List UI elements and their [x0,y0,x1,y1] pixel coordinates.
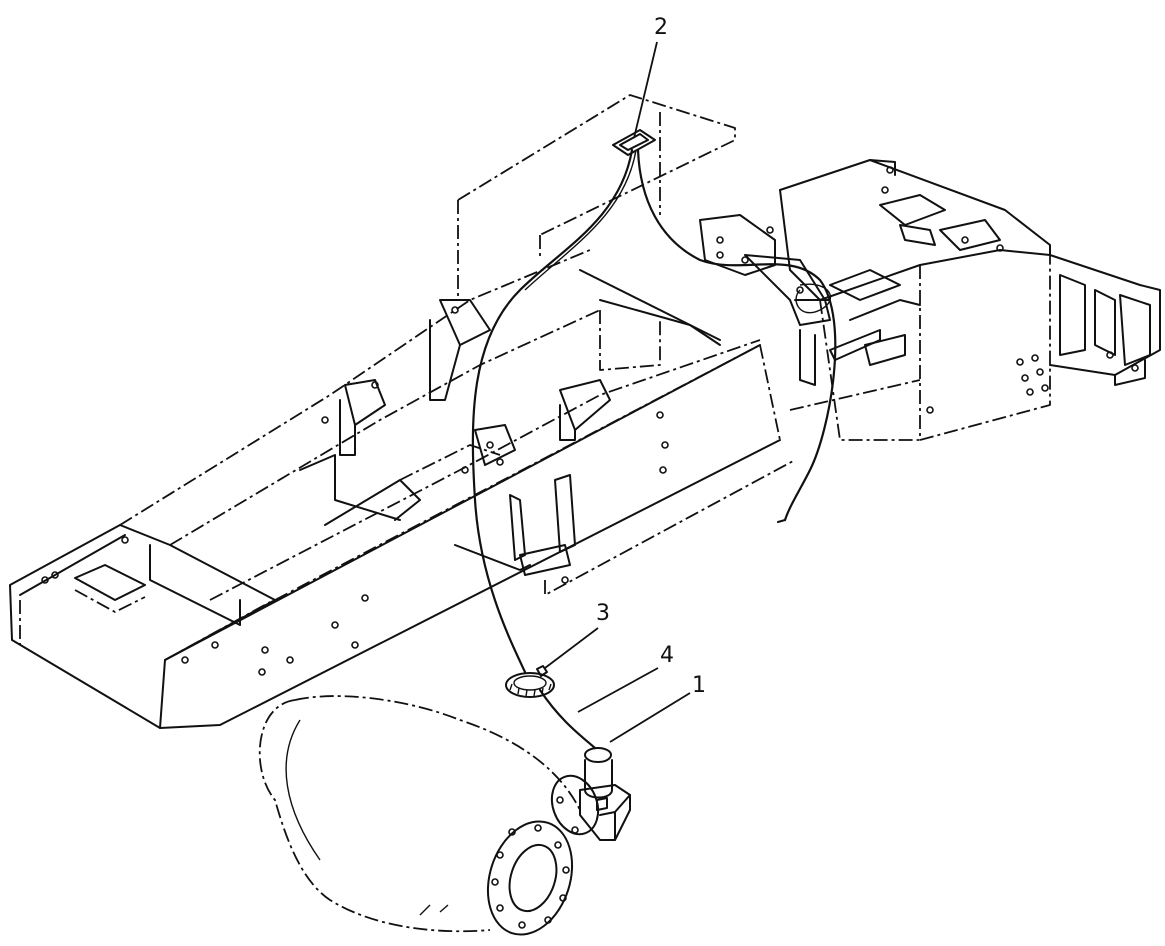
wire-harness [471,148,837,750]
axle-housing [258,695,581,936]
callout-4: 4 [660,643,674,668]
sensor-unit [550,747,631,841]
callout-1: 1 [692,673,706,698]
cab-outline [457,94,736,300]
rear-frame-section [699,159,1161,441]
callout-2: 2 [654,15,668,40]
wire-clamp [505,665,555,698]
gauge-connector [612,129,656,156]
leader-lines [544,41,691,743]
callout-3: 3 [596,601,610,626]
chassis-frame [9,249,796,729]
